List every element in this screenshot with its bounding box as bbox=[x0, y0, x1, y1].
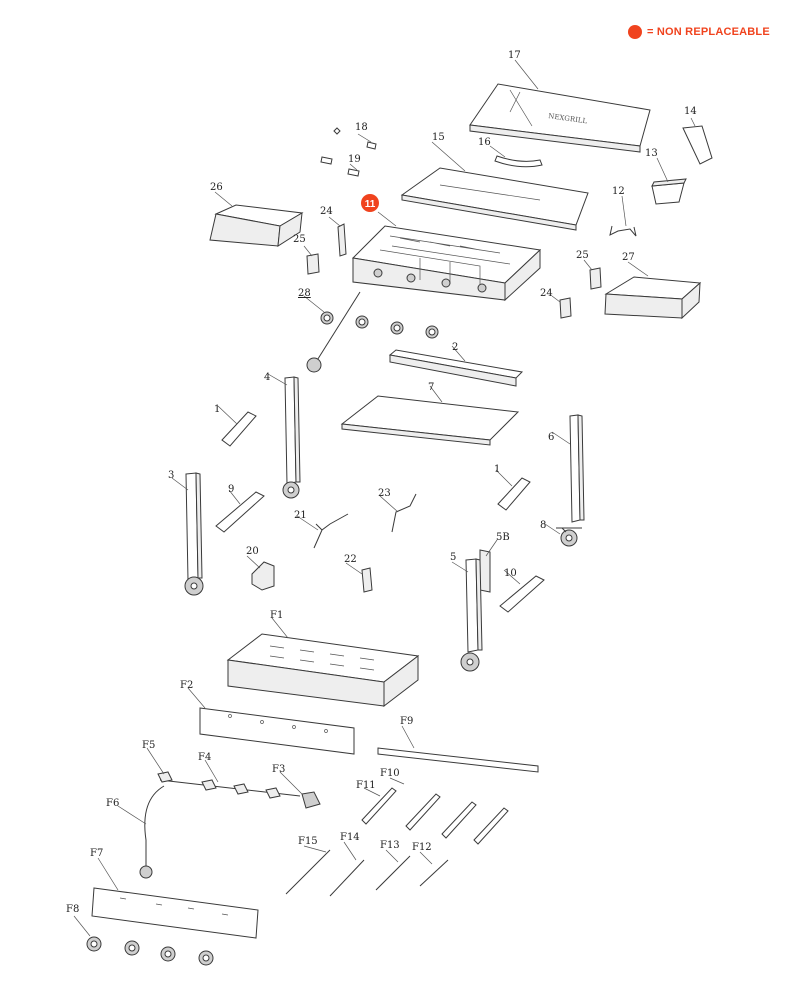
label-12: 12 bbox=[612, 186, 625, 197]
part-25-bracket-right[interactable] bbox=[583, 259, 602, 290]
label-F11: F11 bbox=[356, 780, 376, 791]
part-3-left-front-leg[interactable] bbox=[171, 472, 204, 596]
label-5: 5 bbox=[450, 552, 456, 563]
label-22: 22 bbox=[344, 554, 357, 565]
part-18-screw[interactable] bbox=[333, 127, 377, 150]
label-25b: 25 bbox=[576, 250, 589, 261]
non-replaceable-badge-11: 11 bbox=[361, 194, 379, 212]
label-16: 16 bbox=[478, 137, 491, 148]
label-F15: F15 bbox=[298, 836, 318, 847]
part-23-wire[interactable] bbox=[379, 493, 417, 533]
part-12-clip[interactable] bbox=[609, 195, 637, 237]
part-17-lid[interactable]: NEXGRILL bbox=[469, 59, 651, 153]
label-13: 13 bbox=[645, 148, 658, 159]
label-F2: F2 bbox=[180, 680, 193, 691]
label-F14: F14 bbox=[340, 832, 360, 843]
label-9: 9 bbox=[228, 484, 234, 495]
part-22-bracket[interactable] bbox=[345, 562, 373, 593]
label-4: 4 bbox=[264, 372, 270, 383]
legend: = NON REPLACEABLE bbox=[628, 24, 770, 40]
part-1-side-brace-right[interactable] bbox=[495, 469, 531, 511]
part-F5-connector[interactable] bbox=[146, 747, 165, 775]
label-2: 2 bbox=[452, 342, 458, 353]
label-10: 10 bbox=[504, 568, 517, 579]
part-19-clip[interactable] bbox=[320, 156, 360, 177]
part-5-right-front-leg[interactable] bbox=[451, 558, 483, 672]
part-F2-control-panel[interactable] bbox=[187, 687, 355, 755]
part-F10-label-line bbox=[389, 777, 405, 785]
label-24b: 24 bbox=[540, 288, 553, 299]
part-24-bracket-right[interactable] bbox=[551, 295, 572, 319]
label-F8: F8 bbox=[66, 904, 79, 915]
part-6-right-rear-leg[interactable] bbox=[551, 414, 585, 523]
part-28-control-knobs[interactable] bbox=[303, 291, 439, 373]
part-16-handle[interactable] bbox=[489, 145, 543, 168]
part-5B-panel[interactable] bbox=[479, 539, 498, 593]
part-F3-regulator[interactable] bbox=[279, 771, 321, 809]
label-7: 7 bbox=[428, 382, 434, 393]
label-28: 28 bbox=[298, 288, 311, 299]
part-F6-gas-hose[interactable] bbox=[117, 785, 165, 879]
part-F7-control-panel-front[interactable] bbox=[91, 857, 259, 939]
label-21: 21 bbox=[294, 510, 307, 521]
part-F1-burner-frame[interactable] bbox=[226, 617, 420, 708]
part-13-grease-cup[interactable] bbox=[651, 157, 687, 205]
label-F10: F10 bbox=[380, 768, 400, 779]
label-F7: F7 bbox=[90, 848, 103, 859]
part-F12-electrode[interactable] bbox=[419, 851, 449, 887]
part-F14-electrode[interactable] bbox=[329, 841, 365, 897]
label-19: 19 bbox=[348, 154, 361, 165]
label-15: 15 bbox=[432, 132, 445, 143]
label-18: 18 bbox=[355, 122, 368, 133]
part-7-bottom-shelf[interactable] bbox=[340, 385, 520, 446]
part-F8-knobs[interactable] bbox=[73, 915, 214, 966]
part-25-bracket-left[interactable] bbox=[303, 245, 320, 275]
part-F13-electrode[interactable] bbox=[375, 849, 411, 891]
part-15-griddle-plate[interactable] bbox=[400, 141, 589, 231]
part-20-bracket[interactable] bbox=[246, 555, 275, 591]
label-26: 26 bbox=[210, 182, 223, 193]
label-1b: 1 bbox=[494, 464, 500, 475]
label-F12: F12 bbox=[412, 842, 432, 853]
part-4-left-rear-leg[interactable] bbox=[267, 373, 301, 499]
label-5B: 5B bbox=[496, 532, 510, 543]
part-8-caster-wheel[interactable] bbox=[544, 523, 582, 547]
part-1-side-brace-left[interactable] bbox=[217, 405, 257, 447]
label-1a: 1 bbox=[214, 404, 220, 415]
part-26-left-shelf[interactable] bbox=[209, 191, 304, 247]
part-F4-gas-manifold[interactable] bbox=[157, 759, 301, 799]
part-F15-electrode[interactable] bbox=[285, 845, 331, 895]
label-F3: F3 bbox=[272, 764, 285, 775]
label-17: 17 bbox=[508, 50, 521, 61]
part-9-brace[interactable] bbox=[215, 489, 265, 533]
label-8: 8 bbox=[540, 520, 546, 531]
non-replaceable-dot-icon bbox=[628, 25, 642, 39]
label-F9: F9 bbox=[400, 716, 413, 727]
label-23: 23 bbox=[378, 488, 391, 499]
part-F11-burner-tubes[interactable] bbox=[361, 787, 509, 845]
label-F1: F1 bbox=[270, 610, 283, 621]
part-F9-rail[interactable] bbox=[377, 725, 539, 773]
part-14-bracket[interactable] bbox=[682, 117, 713, 165]
part-21-igniter-wire[interactable] bbox=[296, 513, 349, 549]
part-24-bracket-left[interactable] bbox=[328, 216, 347, 257]
label-14: 14 bbox=[684, 106, 697, 117]
legend-text: = NON REPLACEABLE bbox=[647, 26, 770, 38]
badge-number: 11 bbox=[365, 199, 376, 210]
part-2-front-bar[interactable] bbox=[388, 345, 524, 387]
label-27: 27 bbox=[622, 252, 635, 263]
label-20: 20 bbox=[246, 546, 259, 557]
label-F6: F6 bbox=[106, 798, 119, 809]
part-11-firebox[interactable] bbox=[351, 211, 542, 302]
part-27-right-shelf[interactable] bbox=[604, 261, 702, 320]
label-3: 3 bbox=[168, 470, 174, 481]
label-F13: F13 bbox=[380, 840, 400, 851]
label-24a: 24 bbox=[320, 206, 333, 217]
label-6: 6 bbox=[548, 432, 554, 443]
label-F4: F4 bbox=[198, 752, 211, 763]
label-F5: F5 bbox=[142, 740, 155, 751]
label-25a: 25 bbox=[293, 234, 306, 245]
part-10-brace[interactable] bbox=[499, 569, 545, 613]
